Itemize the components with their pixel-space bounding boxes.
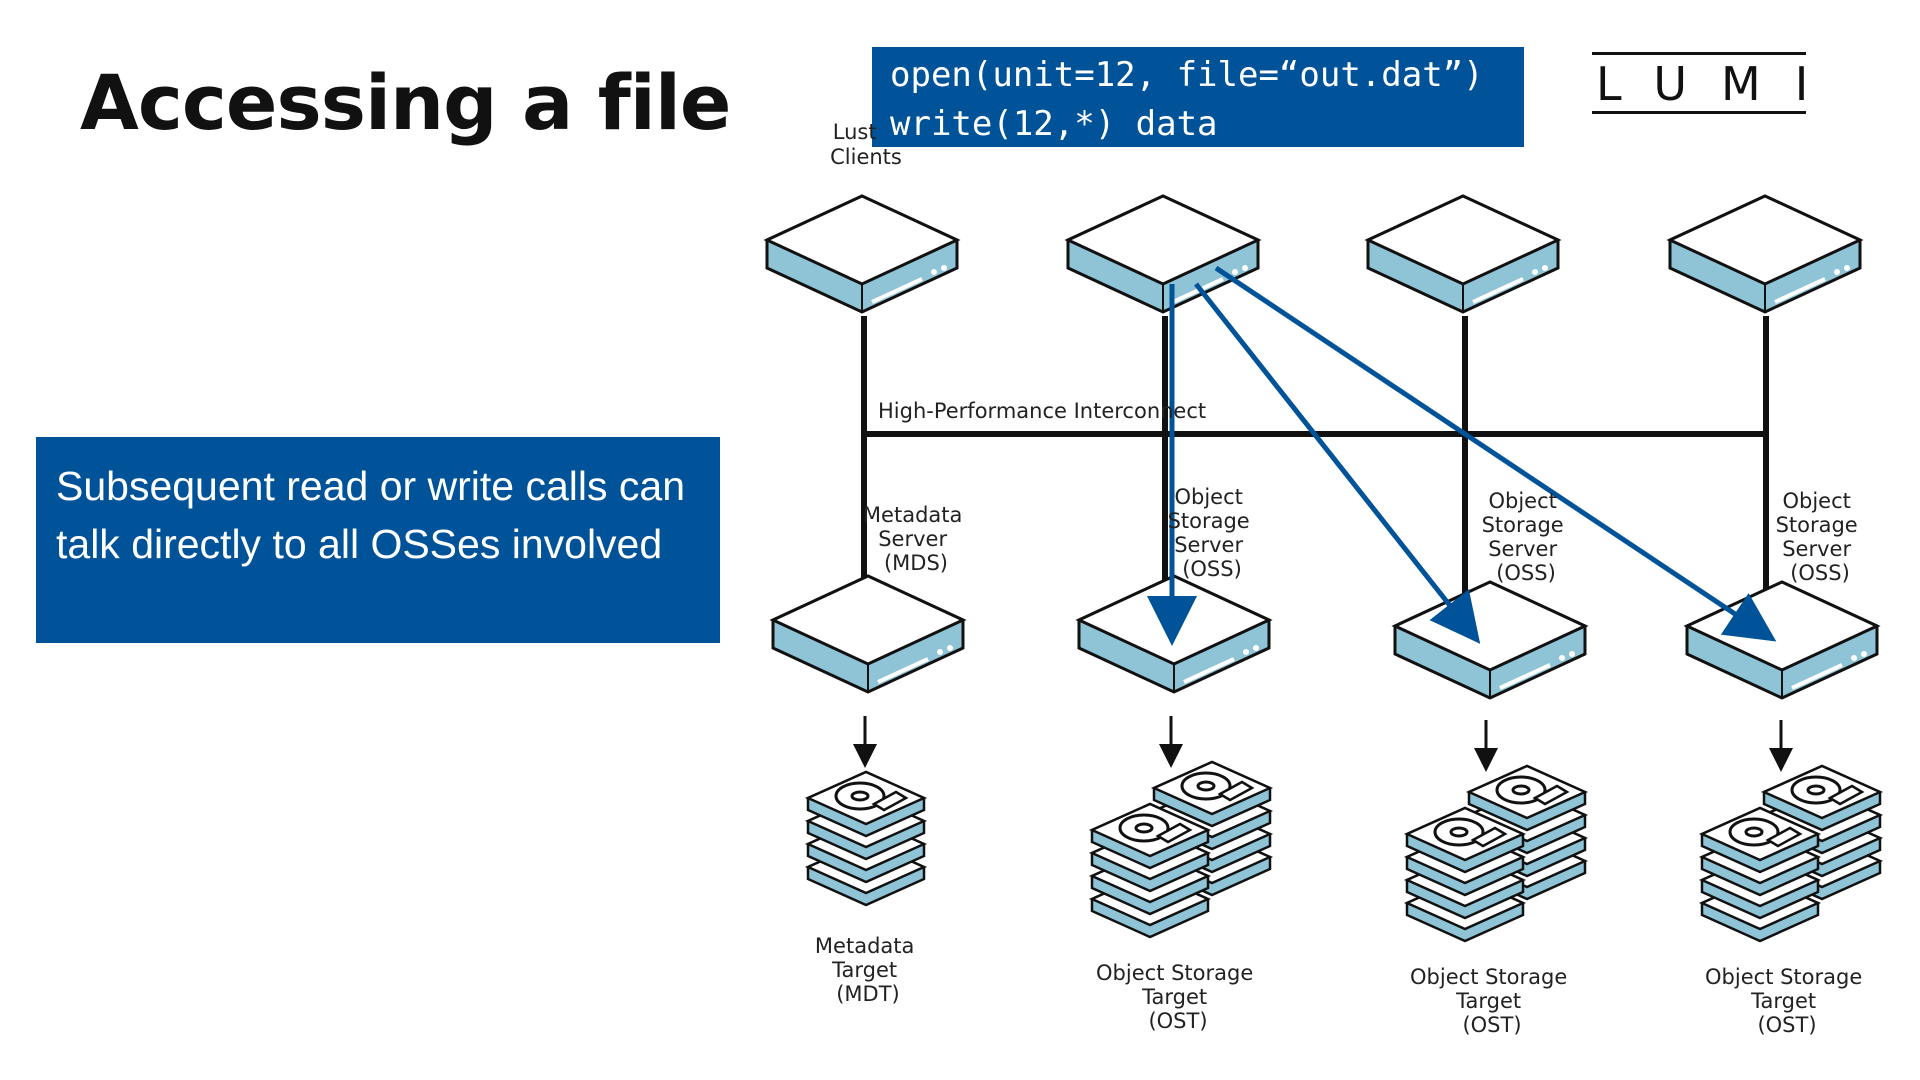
code-line-write: write(12,*) data bbox=[890, 104, 1218, 144]
server-nodes bbox=[771, 574, 1879, 700]
clients-label: Lust Clients bbox=[830, 120, 902, 169]
oss-server-2 bbox=[1393, 580, 1587, 700]
ost3-disk-stack-front bbox=[1702, 808, 1818, 941]
client-node-2 bbox=[1066, 194, 1260, 314]
note-box: Subsequent read or write calls can talk … bbox=[36, 437, 720, 643]
lumi-logo: LUMI bbox=[1592, 52, 1808, 114]
ost1-label: Object Storage Target (OST) bbox=[1096, 961, 1260, 1033]
note-text: Subsequent read or write calls can talk … bbox=[56, 463, 686, 567]
oss2-label: Object Storage Server (OSS) bbox=[1482, 489, 1571, 585]
mdt-disk-stack bbox=[808, 772, 924, 905]
ost1-disk-stack-front bbox=[1092, 804, 1208, 937]
slide-title: Accessing a file bbox=[80, 58, 731, 147]
oss1-label: Object Storage Server (OSS) bbox=[1168, 485, 1257, 581]
ost2-label: Object Storage Target (OST) bbox=[1410, 965, 1574, 1037]
mds-label: Metadata Server (MDS) bbox=[863, 503, 969, 575]
mds-server bbox=[771, 574, 965, 694]
oss3-label: Object Storage Server (OSS) bbox=[1776, 489, 1865, 585]
client-node-4 bbox=[1668, 194, 1862, 314]
mdt-label: Metadata Target (MDT) bbox=[815, 934, 921, 1006]
network-lines bbox=[861, 316, 1769, 610]
client-node-3 bbox=[1366, 194, 1560, 314]
interconnect-label: High-Performance Interconnect bbox=[878, 399, 1206, 423]
code-line-open: open(unit=12, file=“out.dat”) bbox=[890, 55, 1484, 95]
logo-text: LUMI bbox=[1596, 57, 1843, 111]
direct-access-arrows bbox=[1147, 265, 1777, 646]
diagram-labels: Lust Clients High-Performance Interconne… bbox=[815, 120, 1869, 1037]
client-nodes bbox=[765, 194, 1862, 314]
ost2-disk-stack-front bbox=[1407, 808, 1523, 941]
target-arrows bbox=[853, 716, 1793, 772]
code-snippet-box: open(unit=12, file=“out.dat”) write(12,*… bbox=[872, 47, 1524, 147]
ost3-label: Object Storage Target (OST) bbox=[1705, 965, 1869, 1037]
client-node-1 bbox=[765, 194, 959, 314]
target-stacks bbox=[808, 762, 1880, 941]
